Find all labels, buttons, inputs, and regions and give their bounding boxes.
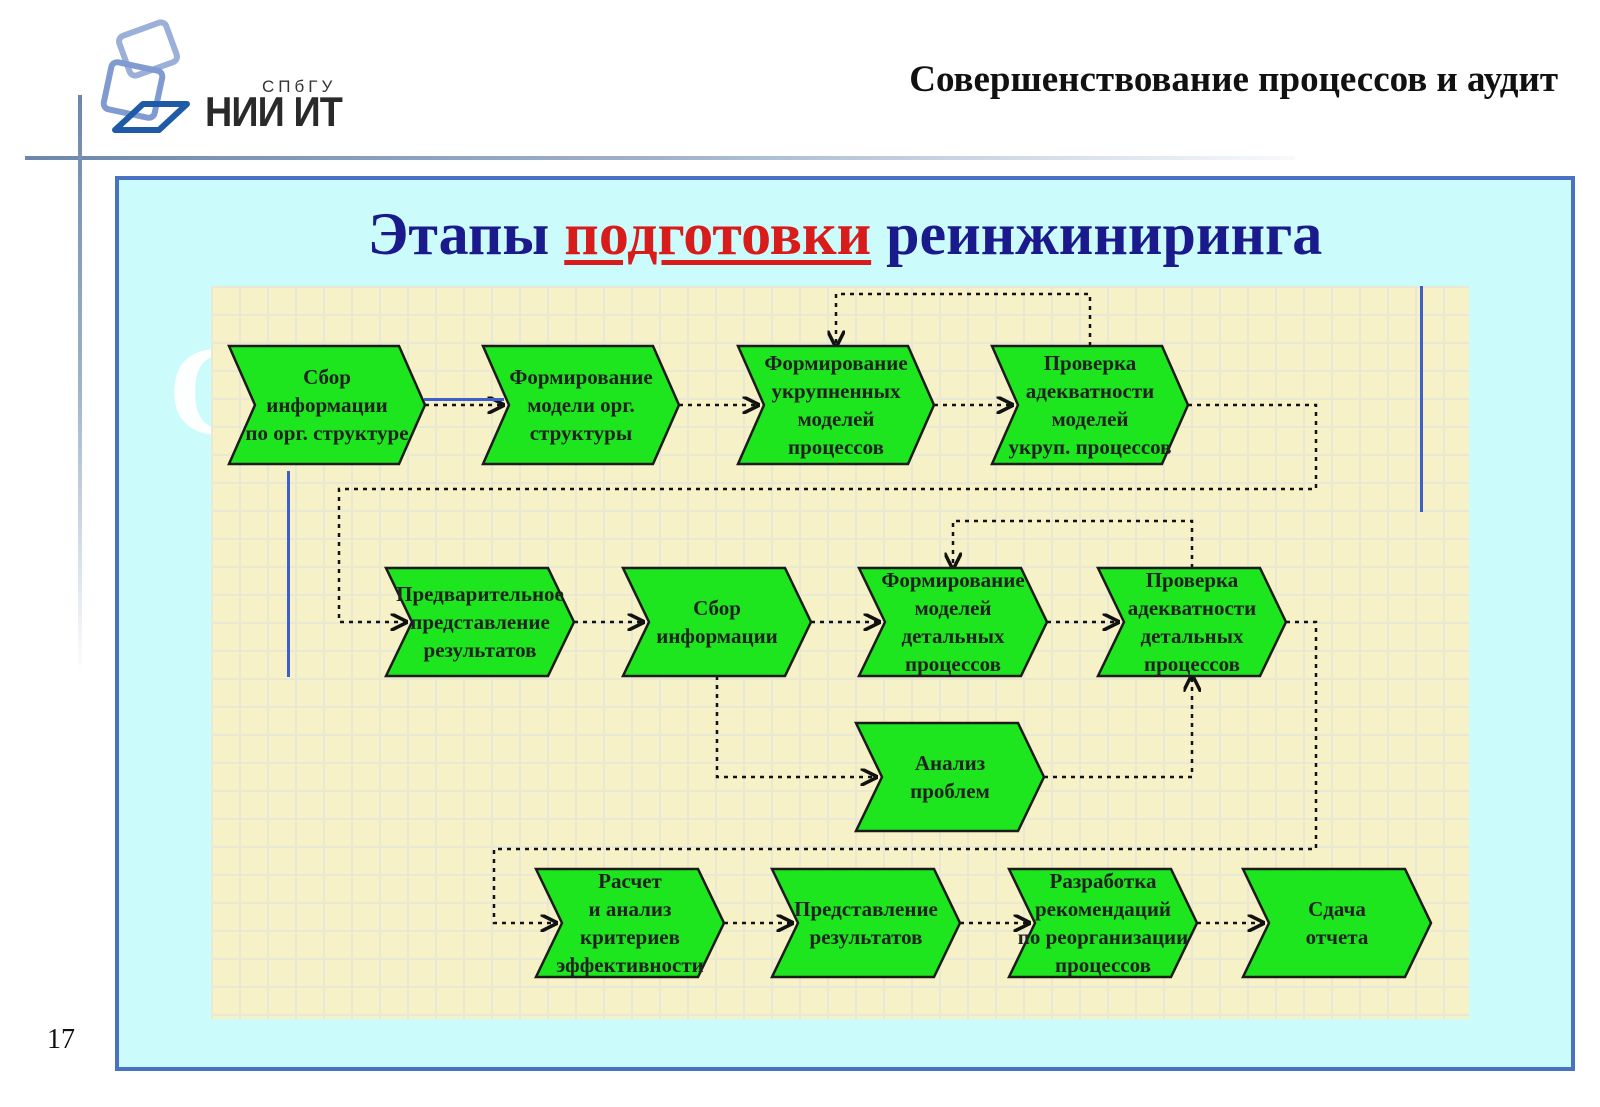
stage-label-line: Сбор xyxy=(693,596,741,620)
stage-label-line: эффективности xyxy=(556,953,704,977)
stage-label-line: по орг. структуре xyxy=(245,421,408,445)
stage-label-line: моделей xyxy=(797,407,874,431)
slide-title-accent: подготовки xyxy=(564,201,872,267)
header-title: Совершенствование процессов и аудит xyxy=(909,59,1558,100)
stage-label-line: процессов xyxy=(905,652,1001,676)
stage-label-line: Сбор xyxy=(303,365,351,389)
stage-s2: Формирование модели орг. структуры xyxy=(481,344,681,466)
connector-s8-s10 xyxy=(492,620,1318,923)
stage-shape xyxy=(621,566,813,678)
stage-s12: Разработка рекомендаций по реорганизации пр… xyxy=(1007,867,1199,979)
stage-shape xyxy=(854,721,1046,833)
stage-s5: Предварительное представление результатов xyxy=(384,566,576,678)
connector-s6-s9 xyxy=(715,676,876,777)
stage-label-line: Формирование xyxy=(509,365,652,389)
stage-shape xyxy=(770,867,962,979)
stage-shape xyxy=(384,566,576,678)
stage-label-line: результатов xyxy=(424,638,537,662)
stage-label-line: Формирование xyxy=(881,568,1024,592)
stage-s13: Сдача отчета xyxy=(1241,867,1433,979)
stage-label-line: детальных xyxy=(901,624,1005,648)
blue-marker-left xyxy=(287,471,290,677)
stage-label-line: адекватности xyxy=(1026,379,1155,403)
slide-title: Этапы подготовки реинжиниринга xyxy=(0,200,1600,269)
stage-label-line: Анализ xyxy=(915,751,985,775)
connector-s4-s3 xyxy=(836,292,1092,346)
stage-shape xyxy=(736,344,936,466)
stage-label-line: укруп. процессов xyxy=(1008,435,1171,459)
niiit-logo-graphic xyxy=(100,19,190,133)
stage-label-line: процессов xyxy=(788,435,884,459)
connector-s8-s7 xyxy=(953,519,1194,568)
slide-title-part2: реинжиниринга xyxy=(871,201,1323,267)
stage-label-line: Сдача xyxy=(1308,897,1366,921)
stage-label-line: Расчет xyxy=(598,869,662,893)
stage-label-line: представление xyxy=(410,610,550,634)
stage-label-line: рекомендаций xyxy=(1035,897,1171,921)
stage-label-line: отчета xyxy=(1306,925,1369,949)
logo-org-small: СПбГУ xyxy=(262,77,337,96)
stage-label-line: укрупненных xyxy=(771,379,901,403)
stage-label-line: информации xyxy=(266,393,388,417)
stage-shape xyxy=(1241,867,1433,979)
stage-label-line: моделей xyxy=(914,596,991,620)
stage-s9: Анализ проблем xyxy=(854,721,1046,833)
stage-s11: Представление результатов xyxy=(770,867,962,979)
stage-s7: Формирование моделей детальных процессов xyxy=(857,566,1049,678)
stage-label-line: процессов xyxy=(1055,953,1151,977)
stage-label-line: результатов xyxy=(810,925,923,949)
stage-shape xyxy=(481,344,681,466)
stage-label-line: моделей xyxy=(1051,407,1128,431)
stage-label-line: Проверка xyxy=(1044,351,1137,375)
stage-label-line: Формирование xyxy=(764,351,907,375)
blue-marker-right xyxy=(1420,286,1423,512)
connector-s9-s8 xyxy=(1044,676,1192,779)
stage-s4: Проверка адекватности моделей укруп. процес… xyxy=(990,344,1190,466)
stage-shape xyxy=(1096,566,1288,678)
stage-label-line: информации xyxy=(656,624,778,648)
stage-s10: Расчет и анализ критериев эффективности xyxy=(534,867,726,979)
stage-s1: Сбор информации по орг. структуре xyxy=(227,344,427,466)
stage-label-line: Представление xyxy=(794,897,938,921)
stage-label-line: процессов xyxy=(1144,652,1240,676)
stage-s6: Сбор информации xyxy=(621,566,813,678)
stage-label-line: критериев xyxy=(580,925,680,949)
logo-org-big: НИИ ИТ xyxy=(205,88,343,135)
stage-label-line: Предварительное xyxy=(396,582,564,606)
stage-label-line: Разработка xyxy=(1050,869,1157,893)
stage-label-line: и анализ xyxy=(589,897,672,921)
stage-label-line: модели орг. xyxy=(527,393,635,417)
stage-shape xyxy=(857,566,1049,678)
stage-shape xyxy=(534,867,726,979)
stage-label-line: по реорганизации xyxy=(1018,925,1189,949)
stage-label-line: адекватности xyxy=(1128,596,1257,620)
stage-s8: Проверка адекватности детальных процессов xyxy=(1096,566,1288,678)
header-divider xyxy=(25,156,1295,160)
page-number: 17 xyxy=(47,1024,75,1055)
slide-title-part1: Этапы xyxy=(367,201,565,267)
stage-label-line: детальных xyxy=(1140,624,1244,648)
stage-shape xyxy=(1007,867,1199,979)
stage-s3: Формирование укрупненных моделей процессов xyxy=(736,344,936,466)
stage-label-line: Проверка xyxy=(1146,568,1239,592)
connector-s4-s5 xyxy=(337,403,1318,622)
blue-marker-top xyxy=(424,398,504,401)
stage-shape xyxy=(227,344,427,466)
stage-label-line: структуры xyxy=(530,421,633,445)
stage-shape xyxy=(990,344,1190,466)
stage-label-line: проблем xyxy=(910,779,990,803)
side-divider xyxy=(78,95,82,675)
